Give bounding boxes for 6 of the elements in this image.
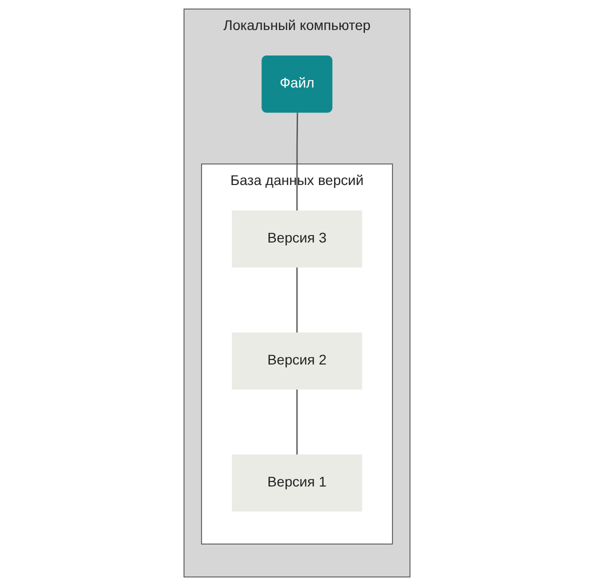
connector xyxy=(296,389,298,455)
connector xyxy=(296,112,298,211)
node-box: Версия 1 xyxy=(232,454,362,512)
connector xyxy=(296,267,298,333)
node-box: Версия 3 xyxy=(232,210,362,268)
node-box: Версия 2 xyxy=(232,332,362,390)
